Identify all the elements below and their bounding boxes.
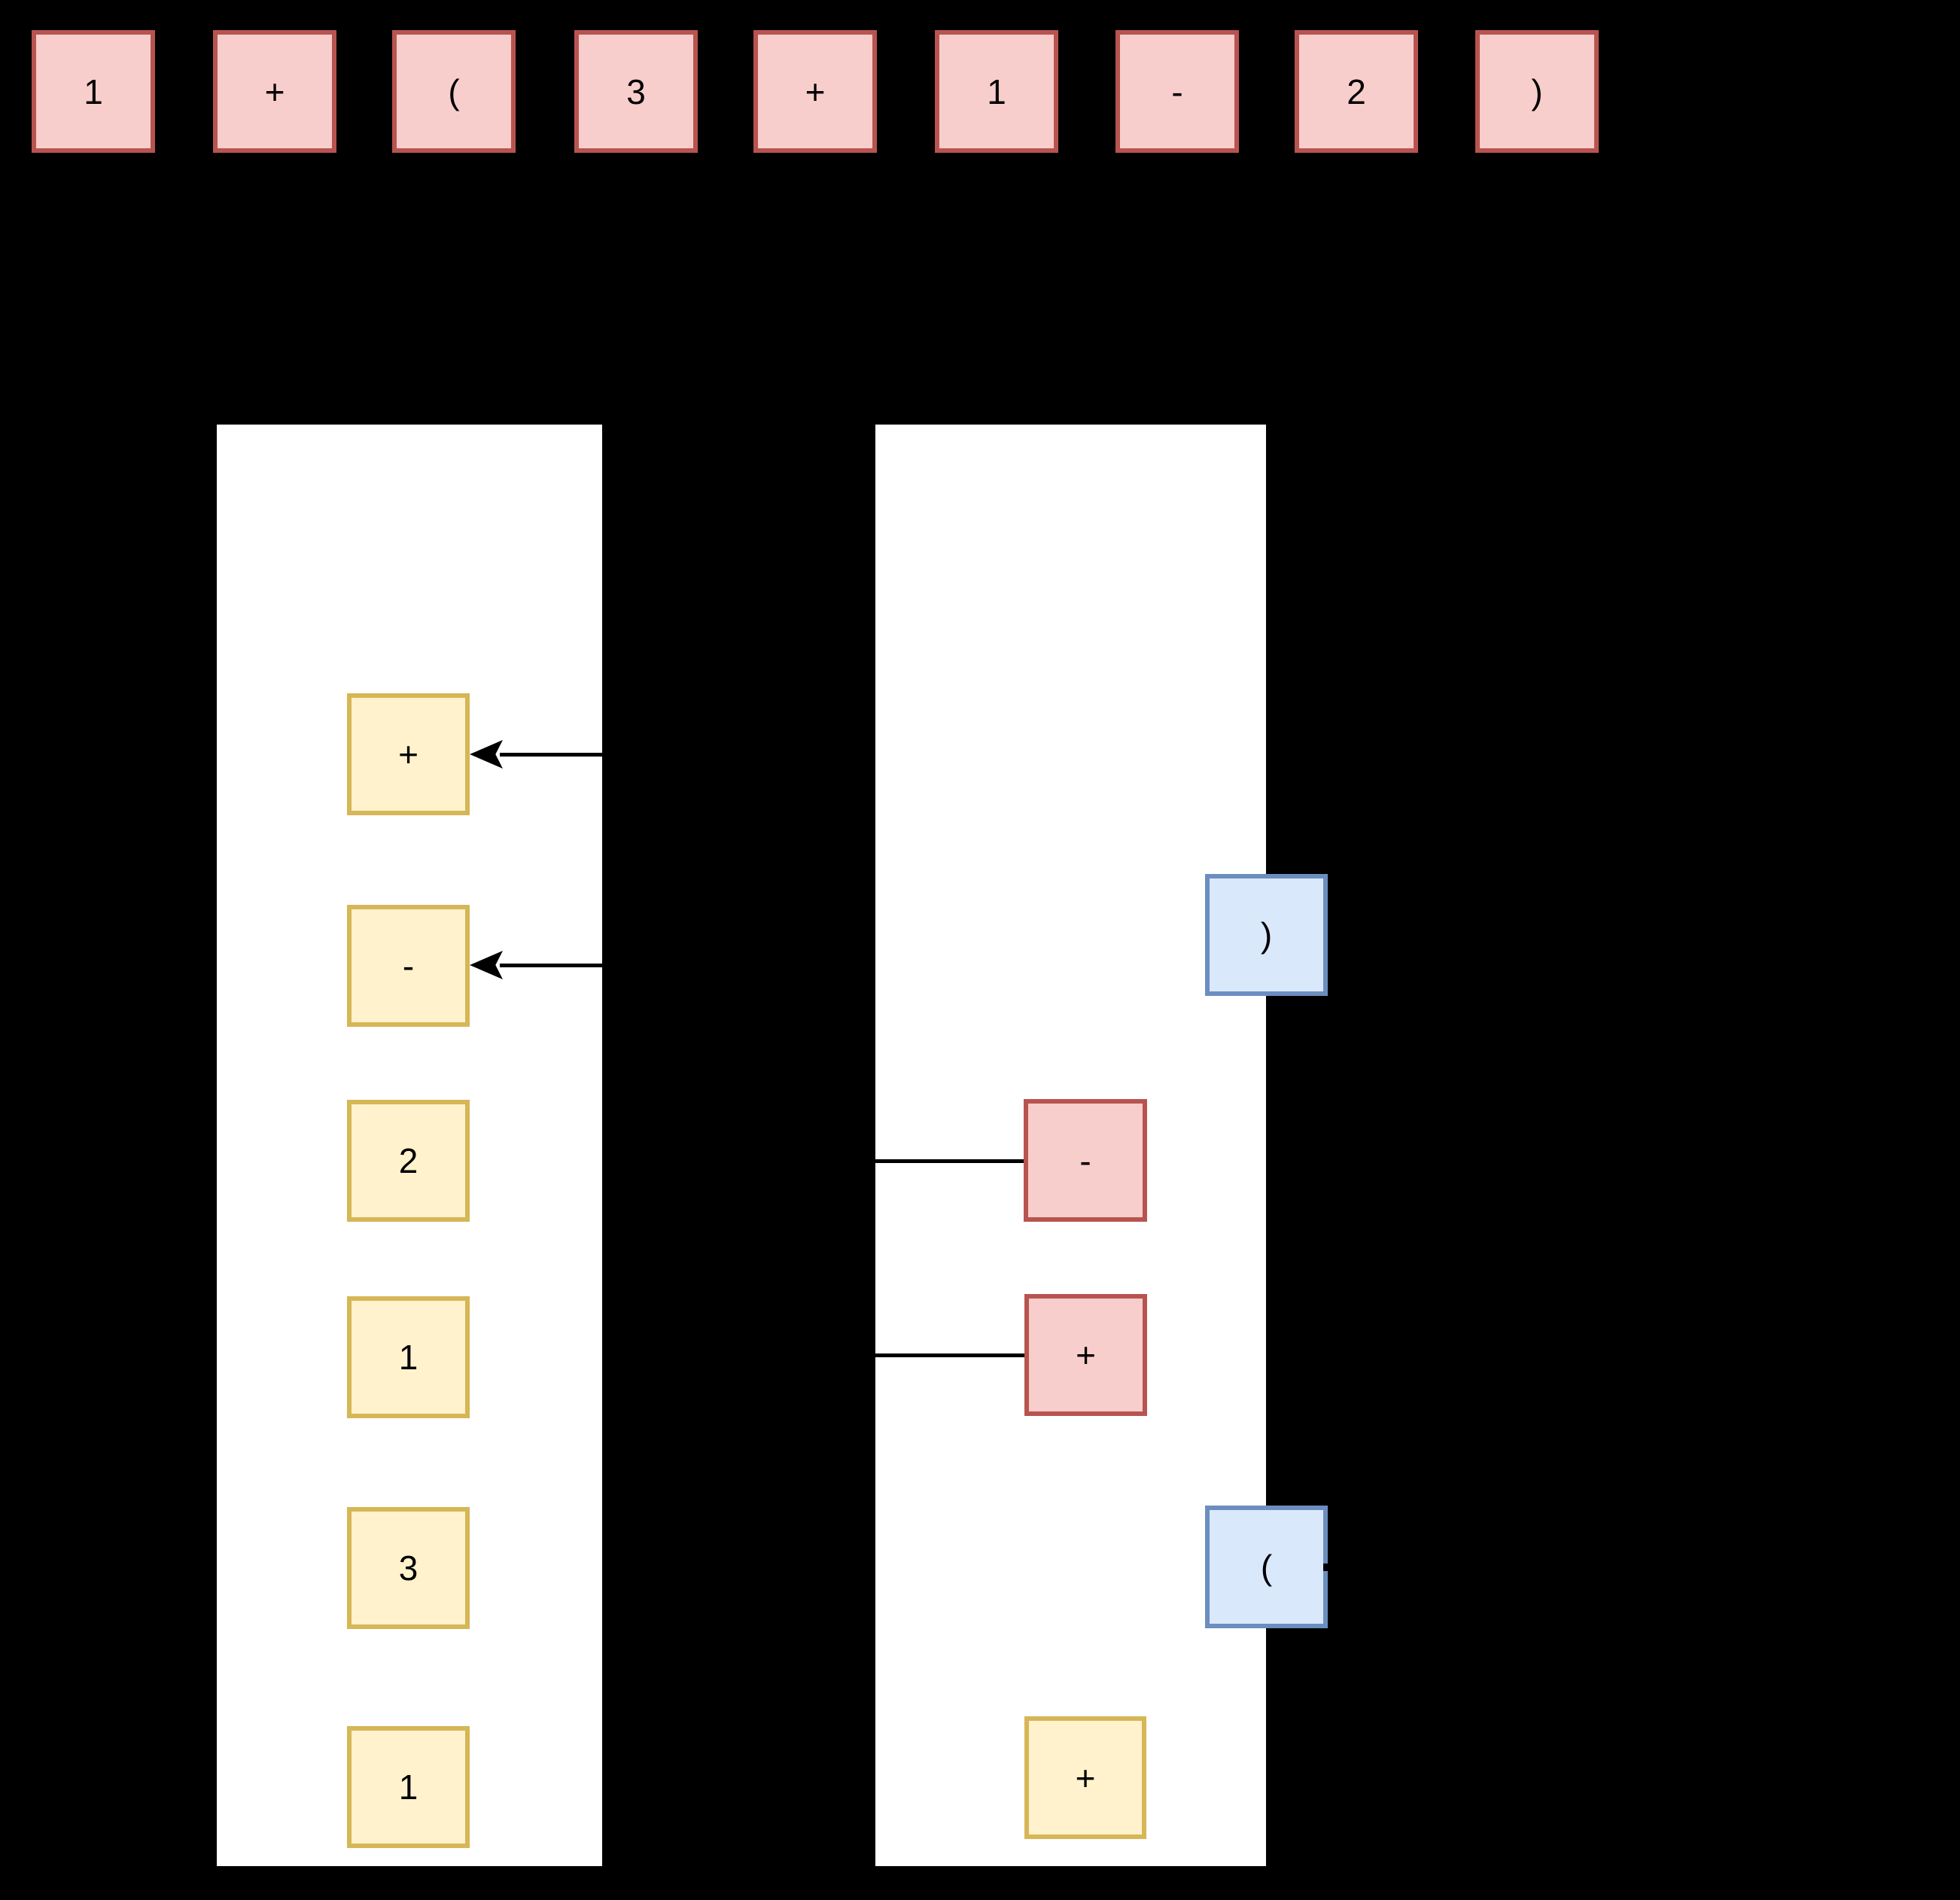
token-box: 1 — [935, 30, 1058, 153]
connector-tick-mark — [1323, 1564, 1335, 1571]
token-box: - — [1115, 30, 1239, 153]
left-stack-item-box: + — [347, 693, 470, 815]
push-arrow-line — [500, 753, 602, 757]
push-arrow-line — [500, 964, 602, 967]
right-stack-item-box: + — [1024, 1294, 1147, 1416]
left-stack-item-box: 1 — [347, 1296, 470, 1418]
connector-line — [875, 1159, 1024, 1163]
token-box: ) — [1475, 30, 1599, 153]
token-box: 3 — [574, 30, 698, 153]
right-stack-item-box: - — [1024, 1099, 1147, 1222]
token-box: 1 — [32, 30, 155, 153]
left-stack-item-box: - — [347, 905, 470, 1027]
connector-line — [875, 1353, 1024, 1357]
left-stack-item-box: 2 — [347, 1100, 470, 1222]
token-box: + — [213, 30, 336, 153]
right-stack-item-box: ) — [1205, 874, 1328, 996]
right-stack-item-box: ( — [1205, 1506, 1328, 1628]
token-box: + — [753, 30, 877, 153]
token-box: ( — [392, 30, 516, 153]
right-stack-item-box: + — [1024, 1716, 1146, 1839]
left-stack-item-box: 3 — [347, 1507, 470, 1629]
left-stack-item-box: 1 — [347, 1726, 470, 1848]
token-box: 2 — [1295, 30, 1418, 153]
